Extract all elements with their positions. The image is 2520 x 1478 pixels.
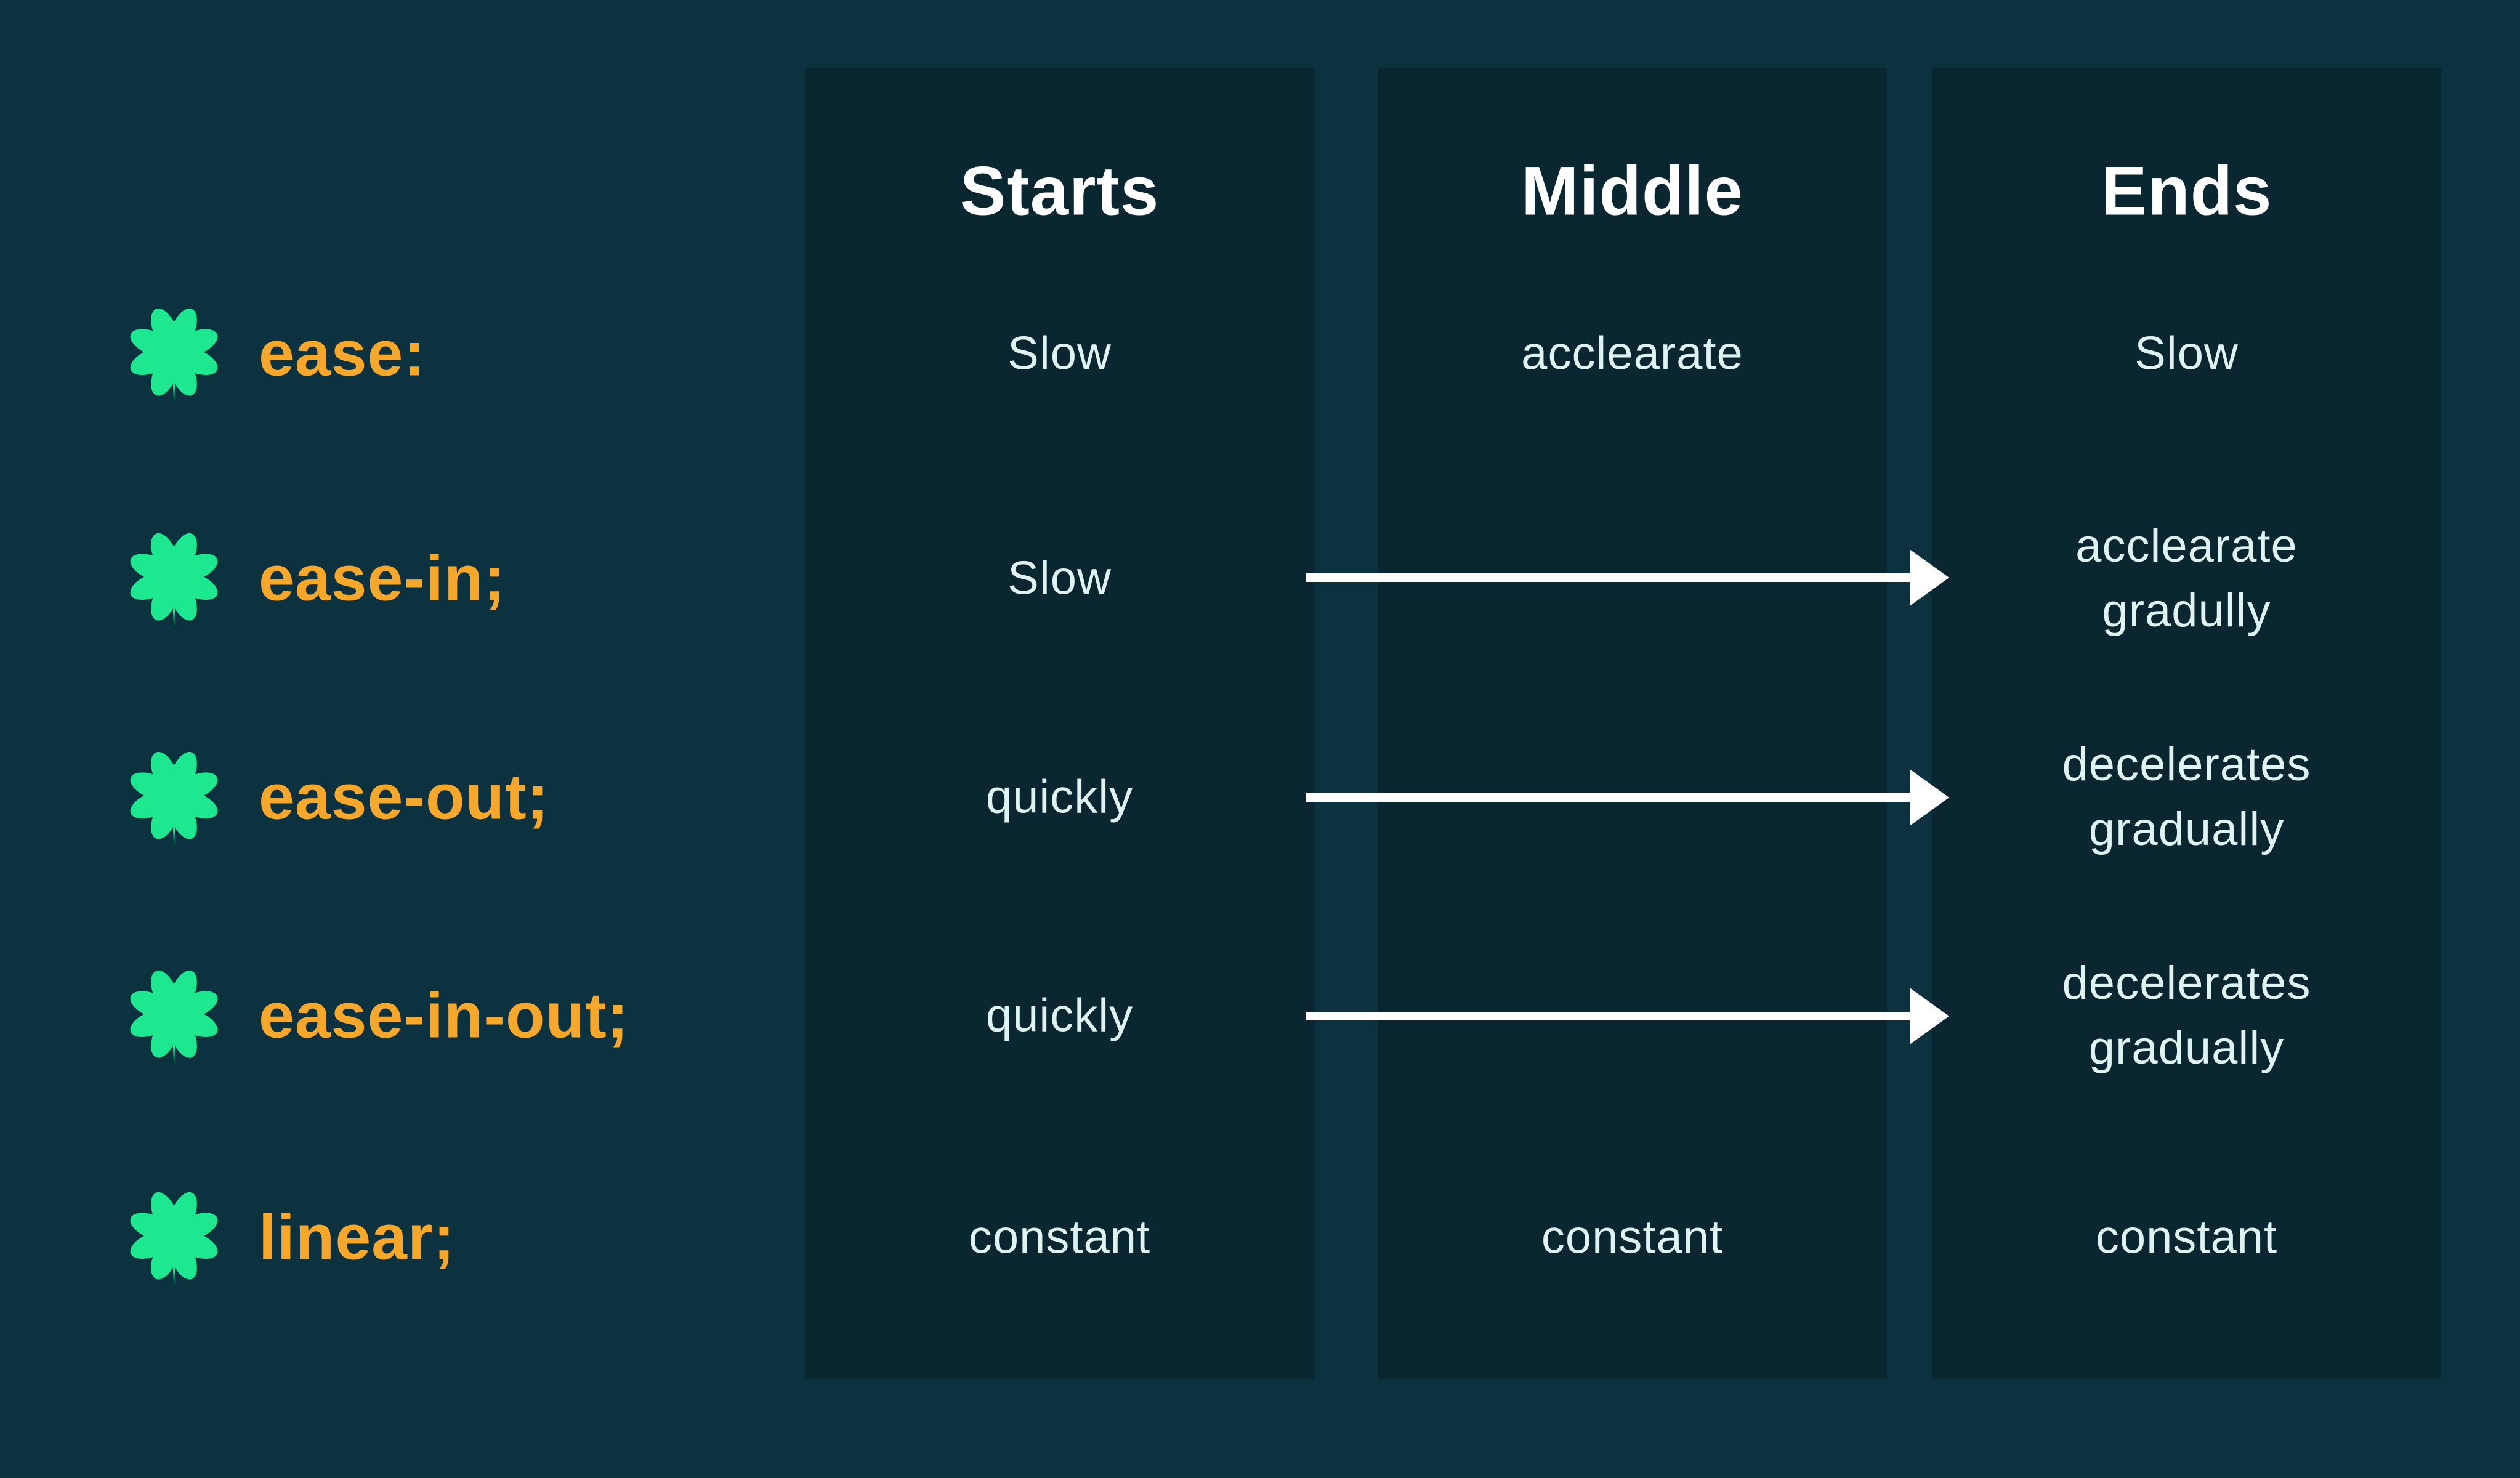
cell-starts-ease: Slow [1008,327,1112,380]
column-header-starts: Starts [959,152,1160,230]
cell-middle-ease: acclearate [1521,327,1743,380]
arrow-head [1910,549,1949,606]
column-starts: Starts Slow Slow quickly quickly constan… [805,68,1314,1379]
property-row-linear: linear; [123,1187,455,1289]
property-label-ease-out: ease-out; [259,761,549,833]
arrow-shaft [1306,793,1912,802]
four-leaf-clover-icon [123,966,225,1067]
property-label-ease-in-out: ease-in-out; [259,980,629,1052]
four-leaf-clover-icon [123,528,225,630]
column-middle: Middle acclearate constant [1378,68,1887,1379]
property-row-ease-out: ease-out; [123,747,549,849]
property-row-ease-in: ease-in; [123,528,506,630]
cell-middle-linear: constant [1541,1211,1724,1264]
cell-ends-ease-in-out: decelerates gradually [2062,957,2311,1074]
column-header-ends: Ends [2101,152,2272,230]
property-label-ease: ease: [259,318,426,390]
four-leaf-clover-icon [123,747,225,849]
arrow-shaft [1306,1012,1912,1020]
arrow-shaft [1306,573,1912,582]
arrow-head [1910,988,1949,1044]
cell-starts-ease-out: quickly [985,770,1134,823]
arrow-right-icon [1306,988,1949,1044]
cell-starts-ease-in: Slow [1008,552,1112,605]
property-row-ease-in-out: ease-in-out; [123,966,629,1067]
property-row-ease: ease: [123,304,426,405]
cell-ends-ease: Slow [2134,327,2239,380]
four-leaf-clover-icon [123,304,225,405]
cell-ends-linear: constant [2095,1211,2278,1264]
cell-starts-ease-in-out: quickly [985,989,1134,1042]
cell-starts-linear: constant [968,1211,1151,1264]
cell-ends-ease-in: acclearate gradully [2075,520,2298,637]
four-leaf-clover-icon [123,1187,225,1289]
property-label-linear: linear; [259,1201,456,1274]
arrow-right-icon [1306,549,1949,606]
column-header-middle: Middle [1521,152,1743,230]
arrow-right-icon [1306,769,1949,826]
column-ends: Ends Slow acclearate gradully decelerate… [1932,68,2441,1379]
cell-ends-ease-out: decelerates gradually [2062,738,2311,855]
property-label-ease-in: ease-in; [259,543,506,615]
arrow-head [1910,769,1949,826]
